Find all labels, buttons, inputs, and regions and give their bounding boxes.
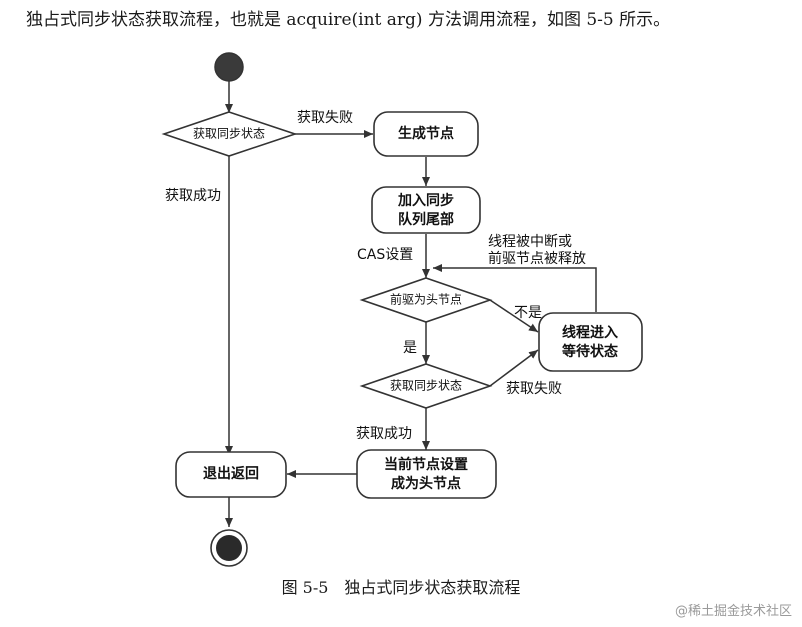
decision-prev-is-head — [359, 277, 493, 323]
edge-label-yes: 是 — [403, 340, 417, 356]
intro-text: 独占式同步状态获取流程，也就是 acquire(int arg) 方法调用流程，… — [26, 10, 671, 30]
wait-state-label-1: 线程进入 — [562, 324, 618, 341]
edge-inner-to-wait — [489, 349, 539, 387]
set-head-label-2: 成为头节点 — [391, 475, 461, 492]
generate-node-box — [373, 111, 479, 157]
decision-acquire-top-label: 获取同步状态 — [193, 127, 265, 141]
watermark: @稀土掘金技术社区 — [674, 604, 792, 619]
add-to-queue-label-2: 队列尾部 — [398, 211, 454, 228]
edge-label-not-yes: 不是 — [514, 305, 542, 321]
edge-label-interrupt-1: 线程被中断或 — [488, 234, 572, 250]
decision-acquire-inner-label: 获取同步状态 — [390, 379, 462, 393]
exit-return-box — [175, 451, 287, 498]
wait-state-label-2: 等待状态 — [562, 343, 618, 360]
set-head-box — [356, 449, 497, 499]
add-to-queue-box — [371, 186, 481, 234]
edge-label-interrupt-2: 前驱节点被释放 — [488, 250, 586, 267]
exit-return-label: 退出返回 — [203, 465, 259, 482]
edge-label-acquire-fail-top: 获取失败 — [297, 110, 353, 126]
edge-label-acquire-success-left: 获取成功 — [165, 188, 221, 204]
edge-label-cas-set: CAS设置 — [357, 247, 413, 263]
add-to-queue-label-1: 加入同步 — [397, 192, 454, 209]
decision-prev-is-head-label: 前驱为头节点 — [390, 292, 462, 307]
figure-caption: 图 5-5 独占式同步状态获取流程 — [281, 578, 521, 597]
start-node — [214, 52, 244, 82]
decision-acquire-top — [161, 111, 298, 157]
decision-acquire-inner — [359, 363, 493, 409]
generate-node-label: 生成节点 — [398, 125, 454, 142]
edge-label-acquire-fail-inner: 获取失败 — [506, 381, 562, 397]
set-head-label-1: 当前节点设置 — [384, 456, 468, 473]
wait-state-box — [538, 312, 643, 372]
end-node-inner — [216, 535, 242, 561]
edge-label-acquire-success-inner: 获取成功 — [356, 426, 412, 442]
edge-wait-loop-back — [433, 264, 597, 312]
edge-prev-to-wait — [489, 299, 539, 333]
